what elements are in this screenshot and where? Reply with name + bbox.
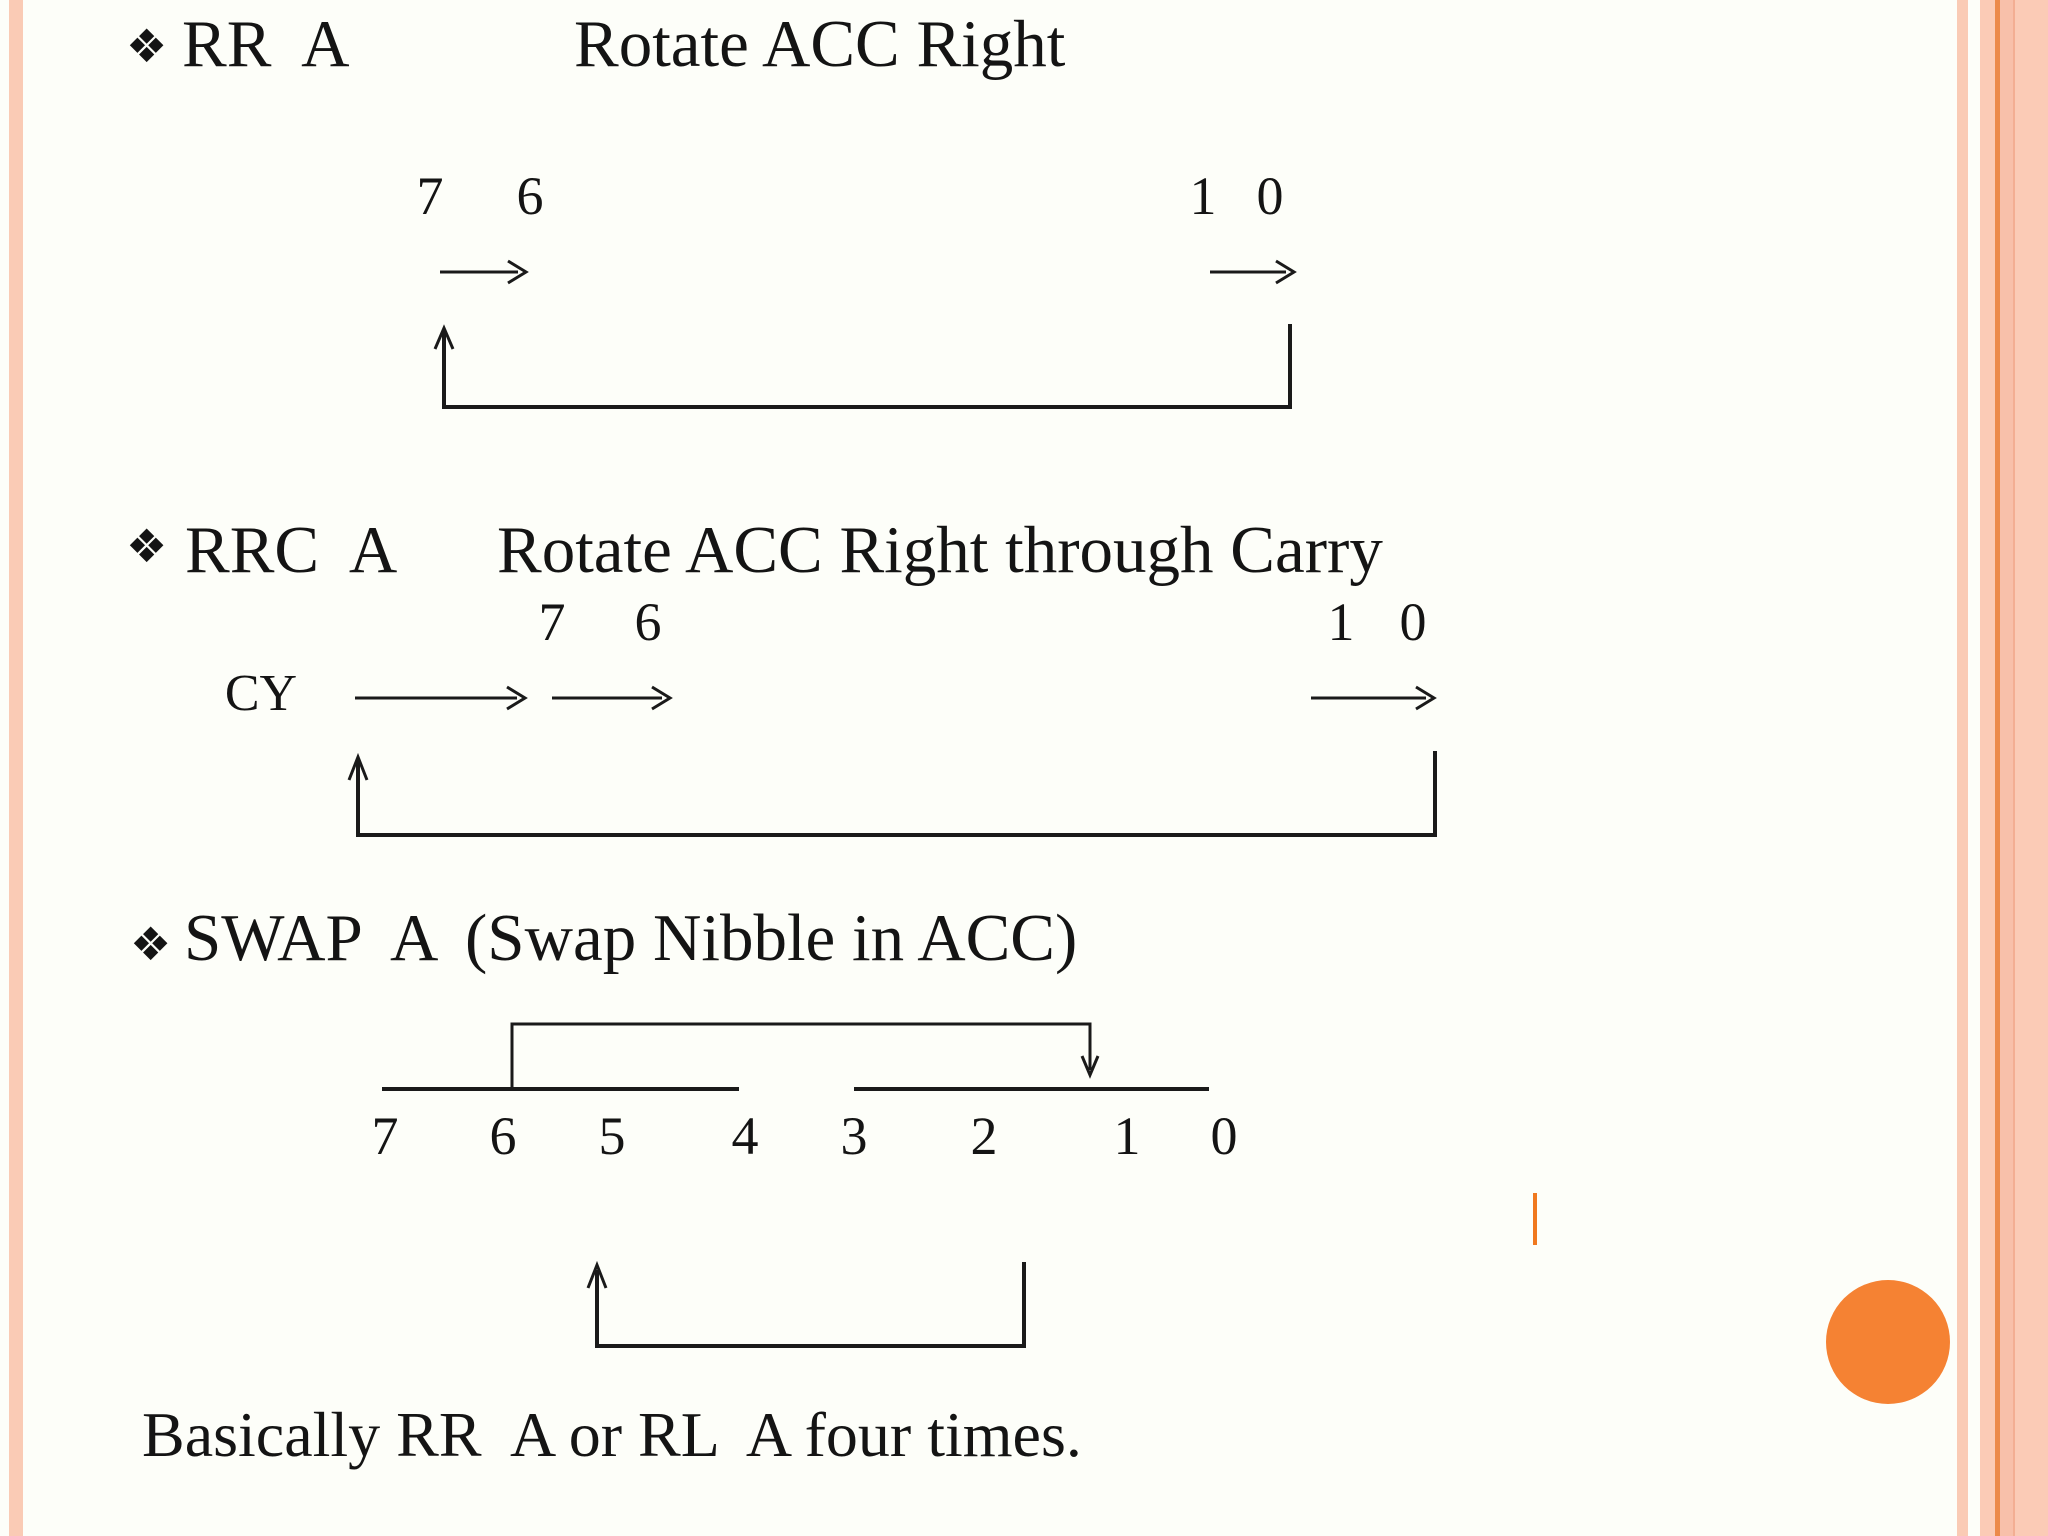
bullet-icon: ❖ — [126, 19, 168, 73]
footnote-text: Basically RR A or RL A four times. — [142, 1399, 1082, 1470]
bit-label-6: 6 — [490, 1106, 517, 1166]
rrc-shift-arrow-left — [552, 685, 673, 711]
rr-shift-arrow-right — [1210, 259, 1297, 285]
bit-label-1: 1 — [1328, 592, 1355, 652]
left-border-stripe — [9, 0, 23, 1536]
right-border-accent-line — [1995, 0, 2000, 1536]
bit-label-7: 7 — [372, 1106, 399, 1166]
bit-label-0: 0 — [1400, 592, 1427, 652]
bit-label-0: 0 — [1257, 166, 1284, 226]
rrc-shift-arrow-right — [1311, 685, 1437, 711]
rr-wraparound-arrow — [433, 324, 1292, 409]
bit-label-7: 7 — [539, 592, 566, 652]
bit-label-2: 2 — [971, 1106, 998, 1166]
rr-a-label: RR A — [182, 7, 350, 81]
right-border-inner-band — [2000, 0, 2013, 1536]
bit-label-0: 0 — [1211, 1106, 1238, 1166]
rr-a-description: Rotate ACC Right — [574, 7, 1066, 81]
orange-cursor-tick — [1533, 1193, 1537, 1245]
bit-label-4: 4 — [732, 1106, 759, 1166]
orange-circle-decoration — [1826, 1280, 1950, 1404]
bit-label-5: 5 — [599, 1106, 626, 1166]
right-border-subtle-line — [2013, 0, 2015, 1536]
swap-a-description: (Swap Nibble in ACC) — [465, 901, 1078, 975]
bit-label-6: 6 — [517, 166, 544, 226]
bit-label-6: 6 — [635, 592, 662, 652]
rrc-a-label: RRC A — [185, 513, 398, 587]
swap-low-to-high-arrow — [586, 1260, 1026, 1348]
swap-a-diagram: 7 6 5 4 3 2 1 0 — [372, 1022, 1238, 1348]
swap-a-label: SWAP A — [184, 901, 439, 975]
rr-shift-arrow-left — [440, 259, 529, 285]
swap-high-to-low-arrow — [510, 1022, 1100, 1089]
bit-label-7: 7 — [417, 166, 444, 226]
right-border-stripe-thin — [1957, 0, 1968, 1536]
bit-label-3: 3 — [841, 1106, 868, 1166]
rrc-a-description: Rotate ACC Right through Carry — [497, 513, 1383, 587]
rrc-a-diagram: 7 6 1 0 CY — [225, 592, 1437, 837]
bullet-icon: ❖ — [126, 519, 168, 573]
rrc-carry-to-bit7-arrow — [355, 685, 528, 711]
rr-a-diagram: 7 6 1 0 — [417, 166, 1297, 409]
bit-label-1: 1 — [1114, 1106, 1141, 1166]
bit-label-1: 1 — [1190, 166, 1217, 226]
rrc-wraparound-arrow — [347, 751, 1437, 837]
carry-label: CY — [225, 665, 297, 722]
bullet-icon: ❖ — [130, 917, 172, 971]
